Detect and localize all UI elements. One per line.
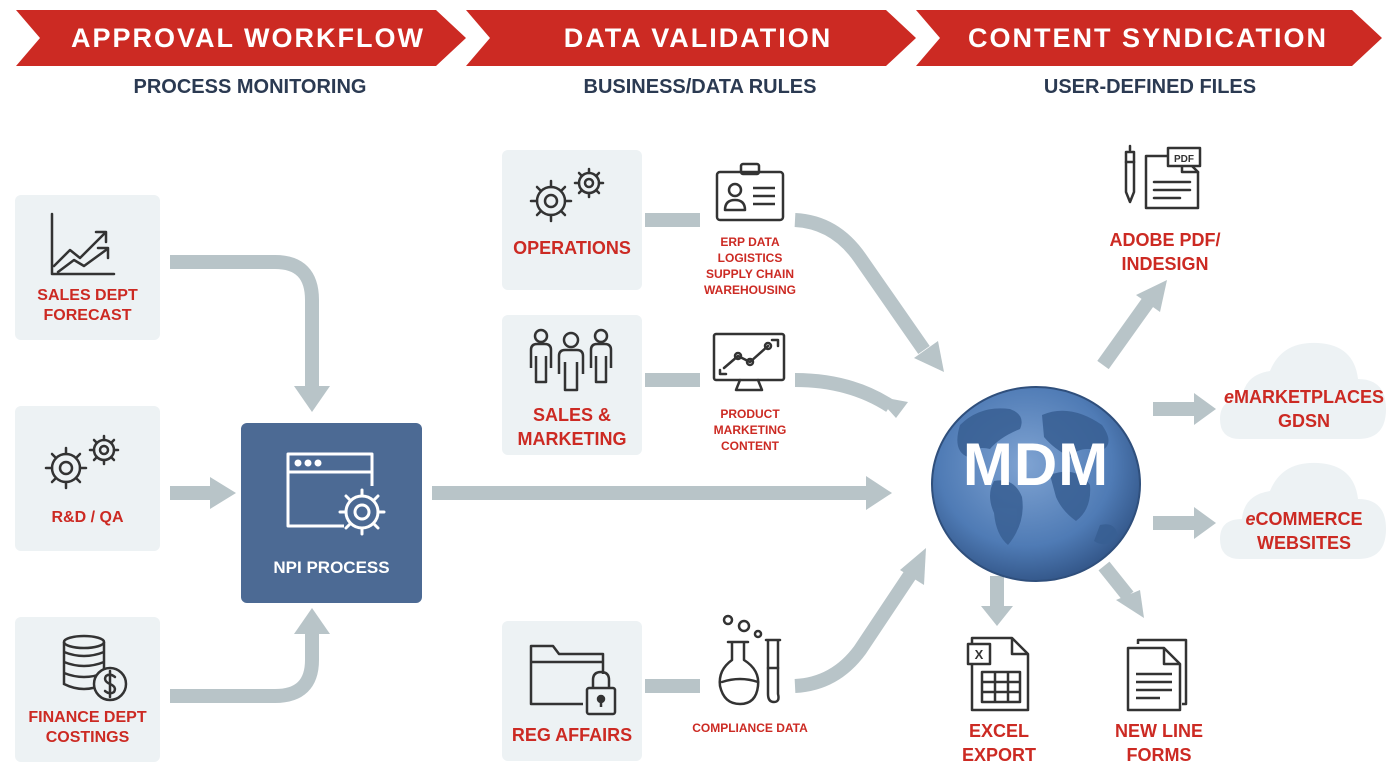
- card-rnd-qa: [15, 406, 160, 551]
- cloud-icon-2: [1220, 462, 1386, 559]
- card-operations: [502, 150, 642, 290]
- id-badge-icon: [715, 162, 785, 222]
- pdf-tag-text: PDF: [1174, 154, 1194, 165]
- monitor-chart-icon: [712, 332, 786, 392]
- arrow-erp-to-mdm: [794, 213, 930, 354]
- locked-folder-icon: [529, 644, 617, 716]
- stage-title-syndication: CONTENT SYNDICATION: [968, 23, 1328, 53]
- stage-subtitle-approval: PROCESS MONITORING: [133, 76, 367, 98]
- pdf-indesign-label: ADOBE PDF/ INDESIGN: [1109, 230, 1221, 274]
- team-icon: [529, 328, 613, 392]
- globe-icon: [931, 386, 1141, 582]
- excel-export-label: EXCEL EXPORT: [961, 721, 1036, 765]
- operations-gears-icon: [529, 167, 605, 223]
- ecommerce-label: eCOMMERCE WEBSITES: [1245, 509, 1363, 553]
- emarket-prefix: e: [1223, 387, 1234, 407]
- stage-chevrons: [16, 10, 1382, 66]
- ecommerce-prefix: e: [1245, 509, 1256, 529]
- arrowhead-mdm-to-ecommerce: [1194, 507, 1216, 539]
- arrowhead-compliance-to-mdm: [900, 548, 926, 585]
- arrowhead-sales-to-npi: [294, 386, 330, 412]
- arrowhead-mdm-to-forms: [1116, 590, 1144, 618]
- lab-flask-icon: [718, 614, 782, 706]
- arrow-product-to-mdm: [794, 373, 894, 412]
- coins-dollar-icon: [62, 634, 128, 702]
- compliance-data-label: COMPLIANCE DATA: [692, 721, 808, 735]
- reg-affairs-label: REG AFFAIRS: [511, 725, 633, 745]
- card-sales-forecast: [15, 195, 160, 340]
- stage-title-validation: DATA VALIDATION: [563, 23, 833, 53]
- gears-icon: [44, 434, 120, 490]
- chart-growth-icon: [50, 212, 116, 276]
- arrow-compliance-to-mdm: [794, 571, 916, 693]
- chevron-approval: [16, 10, 466, 66]
- emarketplaces-label: eMARKETPLACES GDSN: [1223, 387, 1385, 431]
- arrowhead-npi-to-mdm: [866, 476, 892, 510]
- chevron-syndication: [916, 10, 1382, 66]
- stage-subtitle-syndication: USER-DEFINED FILES: [1043, 76, 1257, 98]
- emarket-name: MARKETPLACES: [1234, 387, 1385, 407]
- product-content-label: PRODUCT MARKETING CONTENT: [713, 407, 787, 453]
- ecommerce-name: COMMERCE: [1255, 509, 1363, 529]
- excel-tag-text: X: [975, 647, 984, 662]
- spreadsheet-icon: X: [966, 636, 1030, 712]
- stage-subtitle-validation: BUSINESS/DATA RULES: [583, 76, 817, 98]
- cloud-icon: [1220, 342, 1386, 439]
- operations-label: OPERATIONS: [513, 238, 631, 258]
- pen-document-icon: PDF: [1124, 144, 1202, 210]
- sales-marketing-label: SALES & MARKETING: [517, 405, 627, 449]
- erp-data-label: ERP DATA LOGISTICS SUPPLY CHAIN WAREHOUS…: [703, 235, 796, 297]
- chevron-validation: [466, 10, 916, 66]
- mdm-label: MDM: [962, 431, 1110, 498]
- finance-costings-label: FINANCE DEPT COSTINGS: [28, 709, 147, 746]
- sales-forecast-label: SALES DEPT FORECAST: [37, 287, 138, 324]
- arrowhead-rnd-to-npi: [210, 477, 236, 509]
- arrow-finance-to-npi: [170, 634, 319, 703]
- arrowhead-mdm-to-emarket: [1194, 393, 1216, 425]
- window-gear-icon: [286, 452, 386, 536]
- documents-icon: [1126, 638, 1188, 712]
- new-line-forms-label: NEW LINE FORMS: [1115, 721, 1203, 765]
- arrowhead-product-to-mdm: [876, 396, 908, 418]
- card-reg-affairs: [502, 621, 642, 761]
- npi-process-label: NPI PROCESS: [273, 558, 390, 577]
- arrowhead-erp-to-mdm: [914, 341, 944, 372]
- rnd-qa-label: R&D / QA: [51, 509, 124, 526]
- arrowhead-finance-to-npi: [294, 608, 330, 634]
- arrow-mdm-to-pdf: [1097, 297, 1154, 370]
- card-sales-marketing: [502, 315, 642, 455]
- stage-title-approval: APPROVAL WORKFLOW: [71, 23, 425, 53]
- arrow-sales-to-npi: [170, 255, 319, 386]
- arrowhead-mdm-to-excel: [981, 606, 1013, 626]
- arrow-mdm-to-forms: [1098, 561, 1134, 601]
- arrowhead-mdm-to-pdf: [1136, 280, 1167, 312]
